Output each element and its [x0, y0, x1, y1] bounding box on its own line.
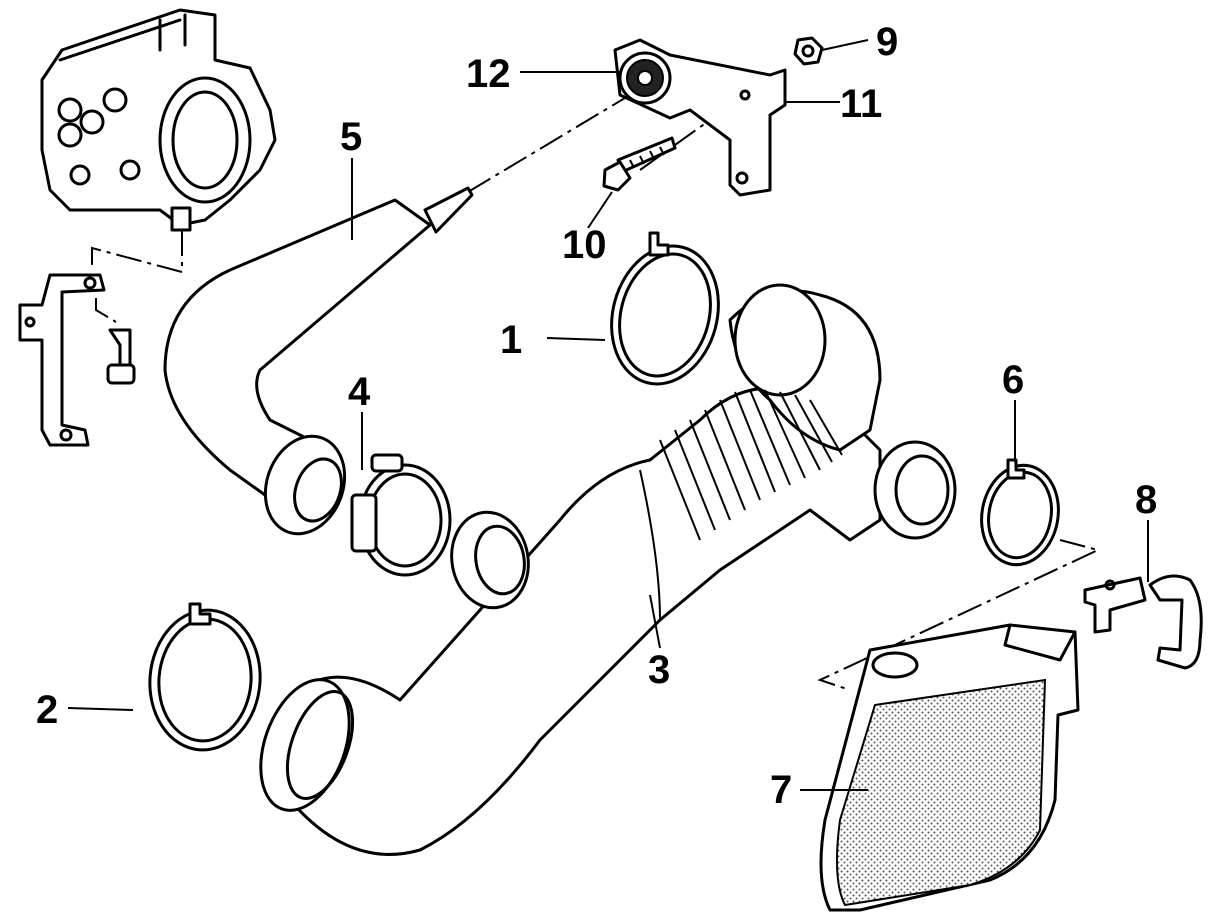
clamp-2 [148, 602, 262, 752]
intake-duct-3 [259, 283, 957, 856]
callout-7: 7 [770, 768, 792, 812]
callout-11: 11 [840, 82, 882, 126]
clamp-4 [350, 453, 452, 577]
bolt-10 [602, 136, 677, 192]
screw-left [106, 328, 136, 385]
callout-10: 10 [562, 223, 607, 267]
callout-6: 6 [1002, 358, 1024, 402]
callout-9: 9 [876, 20, 898, 64]
left-bracket [18, 273, 106, 447]
clamp-6 [980, 458, 1060, 567]
air-guide-7 [819, 623, 1080, 912]
callout-8: 8 [1135, 478, 1157, 522]
callout-4: 4 [348, 370, 371, 414]
bracket-8 [1083, 574, 1203, 670]
callout-5: 5 [340, 115, 362, 159]
callout-12: 12 [466, 52, 511, 96]
throttle-body [40, 8, 277, 232]
leader-lines [67, 39, 1149, 791]
callout-1: 1 [500, 318, 522, 362]
hose-5 [163, 186, 474, 536]
callout-3: 3 [648, 648, 670, 692]
callout-2: 2 [36, 688, 58, 732]
clamp-1 [610, 231, 720, 386]
grommet-12 [618, 51, 672, 105]
nut-9 [793, 36, 824, 66]
